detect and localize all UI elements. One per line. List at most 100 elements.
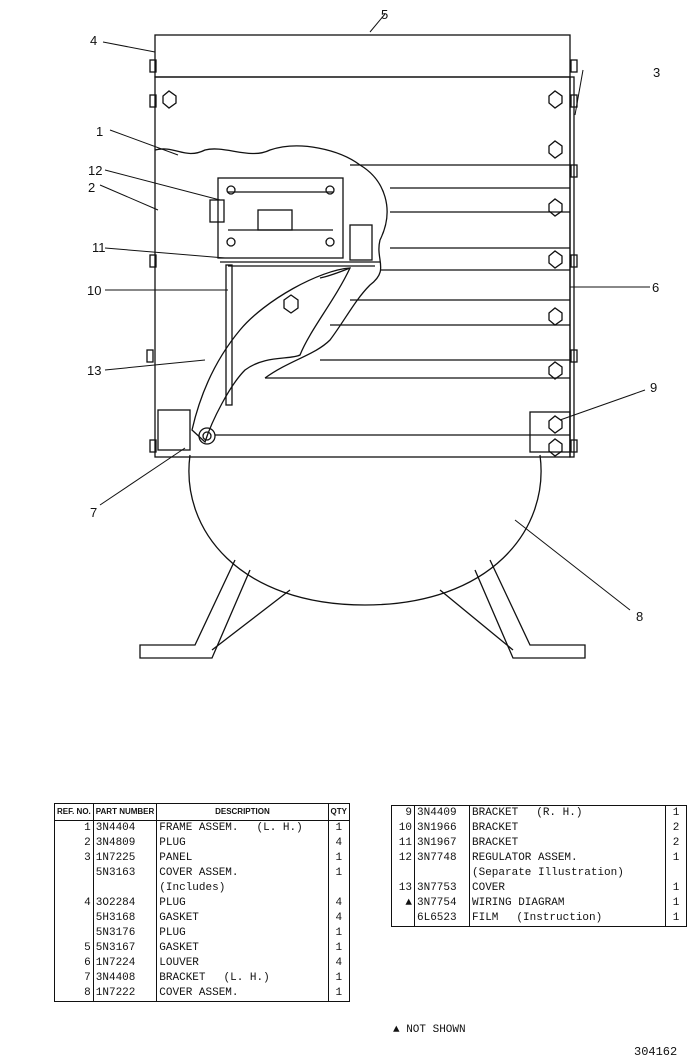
callout-12: 12 bbox=[88, 163, 102, 178]
ref-no-cell: 9 bbox=[391, 805, 415, 821]
callout-8: 8 bbox=[636, 609, 643, 624]
part-number-cell: 3O2284 bbox=[93, 896, 158, 911]
description-text: (Includes) bbox=[159, 882, 226, 894]
description-cell: REGULATOR ASSEM. bbox=[469, 851, 666, 866]
bracket-right bbox=[529, 411, 571, 453]
part-number-cell: 3N7754 bbox=[414, 896, 470, 911]
description-cell: PLUG bbox=[156, 896, 329, 911]
part-number-cell bbox=[93, 881, 158, 896]
louvers bbox=[215, 164, 570, 436]
description-cell: WIRING DIAGRAM bbox=[469, 896, 666, 911]
description-text: PLUG bbox=[159, 837, 186, 849]
ref-no-cell: 11 bbox=[391, 836, 415, 851]
description-text: WIRING DIAGRAM bbox=[472, 897, 565, 909]
qty-cell: 1 bbox=[335, 942, 343, 954]
description-cell: GASKET bbox=[156, 911, 329, 926]
callout-7: 7 bbox=[90, 505, 97, 520]
description-text: LOUVER bbox=[159, 957, 199, 969]
description-text: BRACKET bbox=[472, 822, 519, 834]
qty-cell: 1 bbox=[672, 852, 680, 864]
table-row: (Separate Illustration) bbox=[391, 866, 687, 881]
ref-no-cell: 3 bbox=[54, 851, 94, 866]
part-number-cell: 6L6523 bbox=[414, 911, 470, 927]
brackets bbox=[220, 261, 380, 406]
callout-1: 1 bbox=[96, 124, 103, 139]
description-text: PANEL bbox=[159, 852, 193, 864]
description-note: (Instruction) bbox=[516, 912, 603, 924]
description-cell: BRACKET(R. H.) bbox=[469, 805, 666, 821]
qty-cell: 1 bbox=[672, 897, 680, 909]
description-cell: PANEL bbox=[156, 851, 329, 866]
bracket-left bbox=[157, 409, 191, 451]
qty-cell: 1 bbox=[335, 927, 343, 939]
frame-top bbox=[154, 34, 571, 78]
description-text: FRAME ASSEM. bbox=[159, 822, 239, 834]
part-number-cell: 5N3163 bbox=[93, 866, 158, 881]
ref-no-cell bbox=[391, 911, 415, 927]
description-cell: COVER ASSEM. bbox=[156, 866, 329, 881]
description-note: (L. H.) bbox=[256, 822, 303, 834]
ref-no-cell: 6 bbox=[54, 956, 94, 971]
regulator bbox=[209, 177, 373, 261]
description-cell: BRACKET (L. H.) bbox=[156, 971, 329, 986]
exploded-parts-diagram: 1 2 3 4 5 6 7 8 9 10 11 12 13 bbox=[87, 7, 660, 659]
ref-no-cell bbox=[391, 866, 415, 881]
qty-cell: 1 bbox=[672, 912, 680, 924]
description-text: PLUG bbox=[159, 927, 186, 939]
description-text: PLUG bbox=[159, 897, 186, 909]
ref-no-cell: 5 bbox=[54, 941, 94, 956]
part-number-cell: 3N7753 bbox=[414, 881, 470, 896]
ref-no-cell: 2 bbox=[54, 836, 94, 851]
qty-cell: 4 bbox=[335, 957, 343, 969]
header-ref-no: REF. NO. bbox=[54, 803, 94, 821]
callout-4: 4 bbox=[90, 33, 97, 48]
description-cell: GASKET bbox=[156, 941, 329, 956]
ref-no-cell: ▲ bbox=[391, 896, 415, 911]
ref-no-cell: 7 bbox=[54, 971, 94, 986]
curved-cover bbox=[191, 267, 352, 444]
header-qty: QTY bbox=[328, 803, 350, 821]
header-part-number: PART NUMBER bbox=[93, 803, 158, 821]
qty-cell: 4 bbox=[335, 912, 343, 924]
ref-no-cell: 1 bbox=[54, 820, 94, 836]
callout-5: 5 bbox=[381, 7, 388, 22]
callout-labels: 1 2 3 4 5 6 7 8 9 10 11 12 13 bbox=[87, 7, 660, 624]
side-bolts bbox=[146, 59, 578, 453]
description-cell: PLUG bbox=[156, 926, 329, 941]
qty-cell bbox=[328, 881, 349, 896]
callout-3: 3 bbox=[653, 65, 660, 80]
callout-9: 9 bbox=[650, 380, 657, 395]
qty-cell: 1 bbox=[335, 972, 343, 984]
description-text: BRACKET bbox=[159, 972, 206, 984]
description-text: COVER ASSEM. bbox=[159, 987, 239, 999]
callout-11: 11 bbox=[92, 240, 106, 255]
not-shown-footnote: ▲ NOT SHOWN bbox=[393, 1024, 466, 1036]
description-cell: COVER ASSEM. bbox=[156, 986, 329, 1002]
ref-no-cell: 13 bbox=[391, 881, 415, 896]
cutaway-edge bbox=[154, 145, 388, 379]
qty-cell: 1 bbox=[335, 822, 343, 834]
ref-no-cell: 12 bbox=[391, 851, 415, 866]
drawing-number: 304162 bbox=[634, 1045, 678, 1059]
callout-13: 13 bbox=[87, 363, 101, 378]
qty-cell: 1 bbox=[672, 882, 680, 894]
qty-cell: 4 bbox=[335, 837, 343, 849]
part-number-cell: 3N4409 bbox=[414, 805, 470, 821]
callout-10: 10 bbox=[87, 283, 101, 298]
description-cell: BRACKET bbox=[469, 836, 666, 851]
description-note: (L. H.) bbox=[223, 972, 270, 984]
description-note: (R. H.) bbox=[536, 807, 583, 819]
part-number-cell: 5N3176 bbox=[93, 926, 158, 941]
